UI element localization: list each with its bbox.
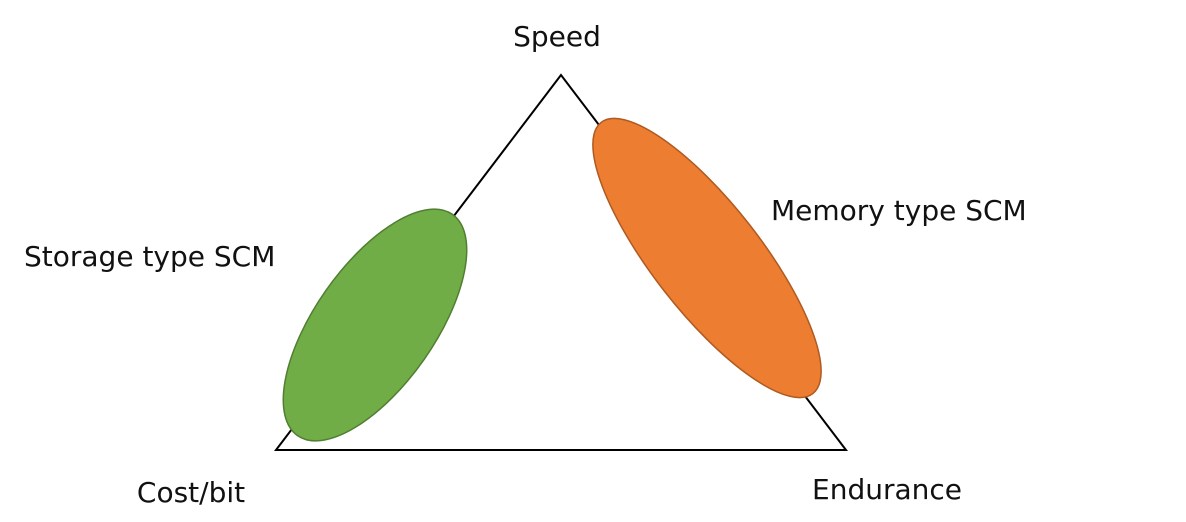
memory-type-scm-label: Memory type SCM [771,194,1027,227]
vertex-label-endurance: Endurance [812,473,962,506]
storage-type-scm-region [282,208,468,442]
vertex-label-speed: Speed [513,20,601,53]
storage-type-scm-label: Storage type SCM [24,240,275,273]
vertex-label-cost-bit: Cost/bit [137,476,245,509]
memory-type-scm-region [592,117,822,399]
